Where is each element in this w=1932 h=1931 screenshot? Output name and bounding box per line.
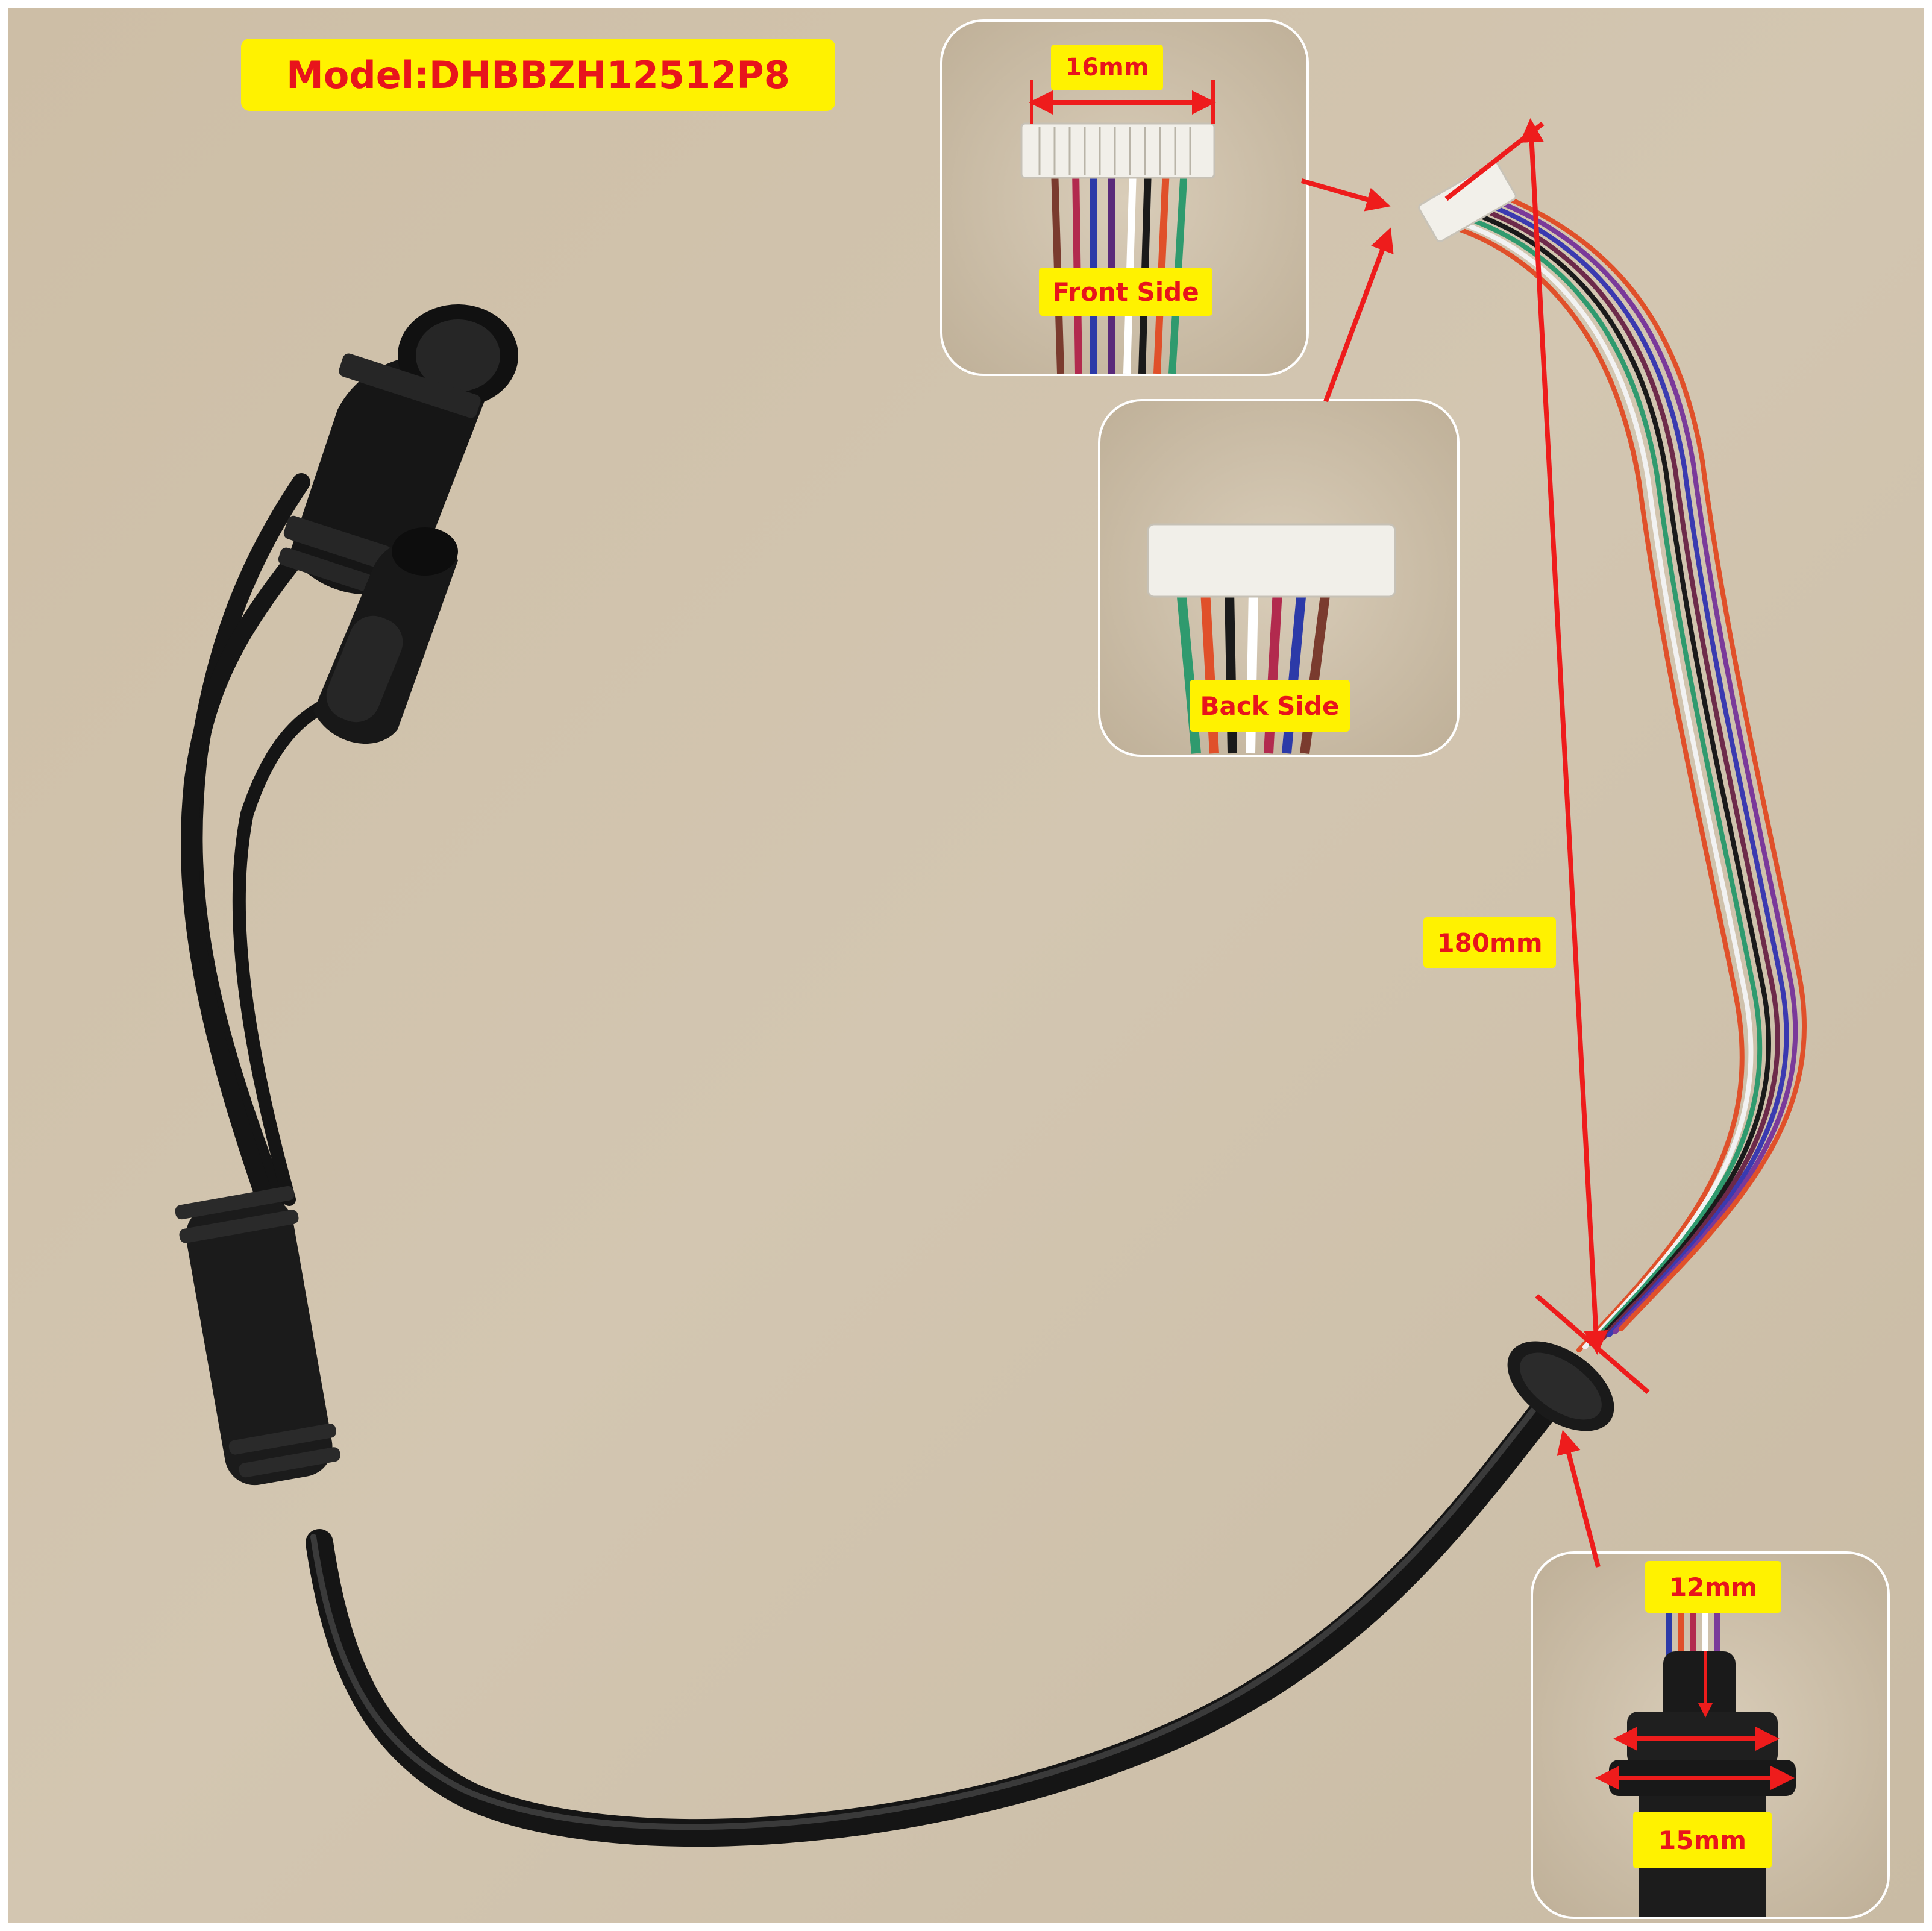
back-side-label: Back Side xyxy=(1190,680,1350,732)
wire-length-label: 180mm xyxy=(1423,917,1556,968)
grommet xyxy=(1507,1341,1614,1431)
front-side-label: Front Side xyxy=(1039,268,1212,316)
grommet-outer-label: 15mm xyxy=(1633,1812,1772,1868)
grommet-inset xyxy=(1531,1551,1890,1919)
front-side-inset xyxy=(940,19,1309,376)
black-cable xyxy=(181,473,1563,1847)
annotation-arrows xyxy=(1300,118,1650,1568)
dc-power-jack xyxy=(313,527,458,744)
connector-width-label: 16mm xyxy=(1051,45,1163,90)
grommet-inner-label: 12mm xyxy=(1645,1561,1781,1613)
rj45-jack xyxy=(278,304,518,595)
model-label: Model:DHBBZH12512P8 xyxy=(241,39,835,111)
back-side-inset xyxy=(1098,399,1460,757)
wire-connector xyxy=(1418,161,1517,243)
splitter-body xyxy=(175,1185,340,1486)
